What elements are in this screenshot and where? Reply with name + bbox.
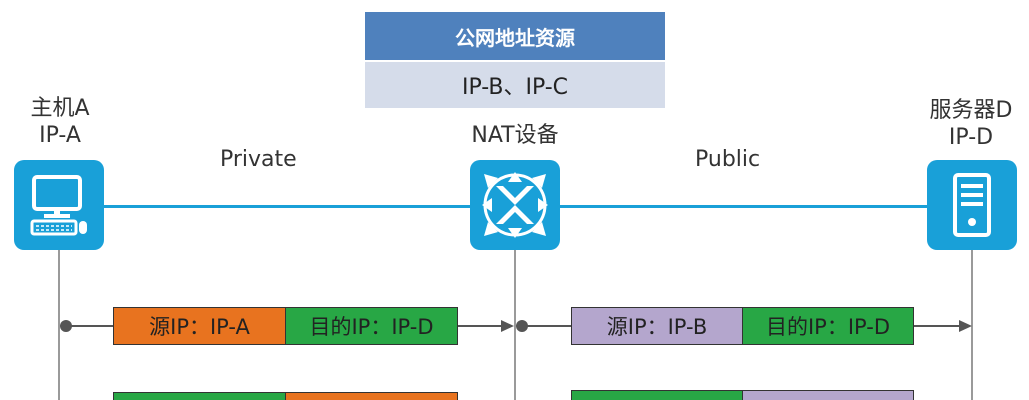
server-d-name: 服务器D — [929, 98, 1013, 123]
packet-dst-ip: 目的IP：IP-D — [285, 307, 458, 345]
return-packet-dst-ip — [742, 390, 914, 400]
arrow-head — [959, 320, 972, 332]
nat-device — [470, 160, 560, 250]
return-packet-src-ip — [571, 390, 743, 400]
arrow-origin-dot — [516, 320, 528, 332]
host-a-ip: IP-A — [39, 123, 81, 148]
address-pool-addresses: IP-B、IP-C — [365, 62, 665, 108]
nat-router-icon — [482, 172, 548, 238]
nat-name: NAT设备 — [471, 123, 559, 148]
packet-dst-ip: 目的IP：IP-D — [742, 307, 914, 345]
packet-src-ip: 源IP：IP-B — [571, 307, 743, 345]
host-a-device — [14, 160, 104, 250]
private-link — [104, 205, 472, 208]
arrow-origin-dot — [60, 320, 72, 332]
packet-src-ip: 源IP：IP-A — [113, 307, 286, 345]
server-d-label: 服务器D IP-D — [918, 97, 1024, 151]
nat-label: NAT设备 — [455, 122, 575, 149]
server-icon — [953, 173, 991, 237]
host-a-name: 主机A — [30, 96, 90, 121]
server-d-ip: IP-D — [948, 125, 994, 150]
private-segment-label: Private — [220, 147, 297, 172]
return-packet-src-ip — [113, 392, 286, 400]
address-pool-title: 公网地址资源 — [365, 12, 665, 60]
public-link — [558, 205, 928, 208]
server-d-device — [927, 160, 1017, 250]
public-segment-label: Public — [695, 147, 761, 172]
return-packet-dst-ip — [285, 392, 458, 400]
arrow-head — [501, 320, 514, 332]
computer-icon — [30, 175, 87, 236]
host-a-label: 主机A IP-A — [14, 95, 106, 149]
